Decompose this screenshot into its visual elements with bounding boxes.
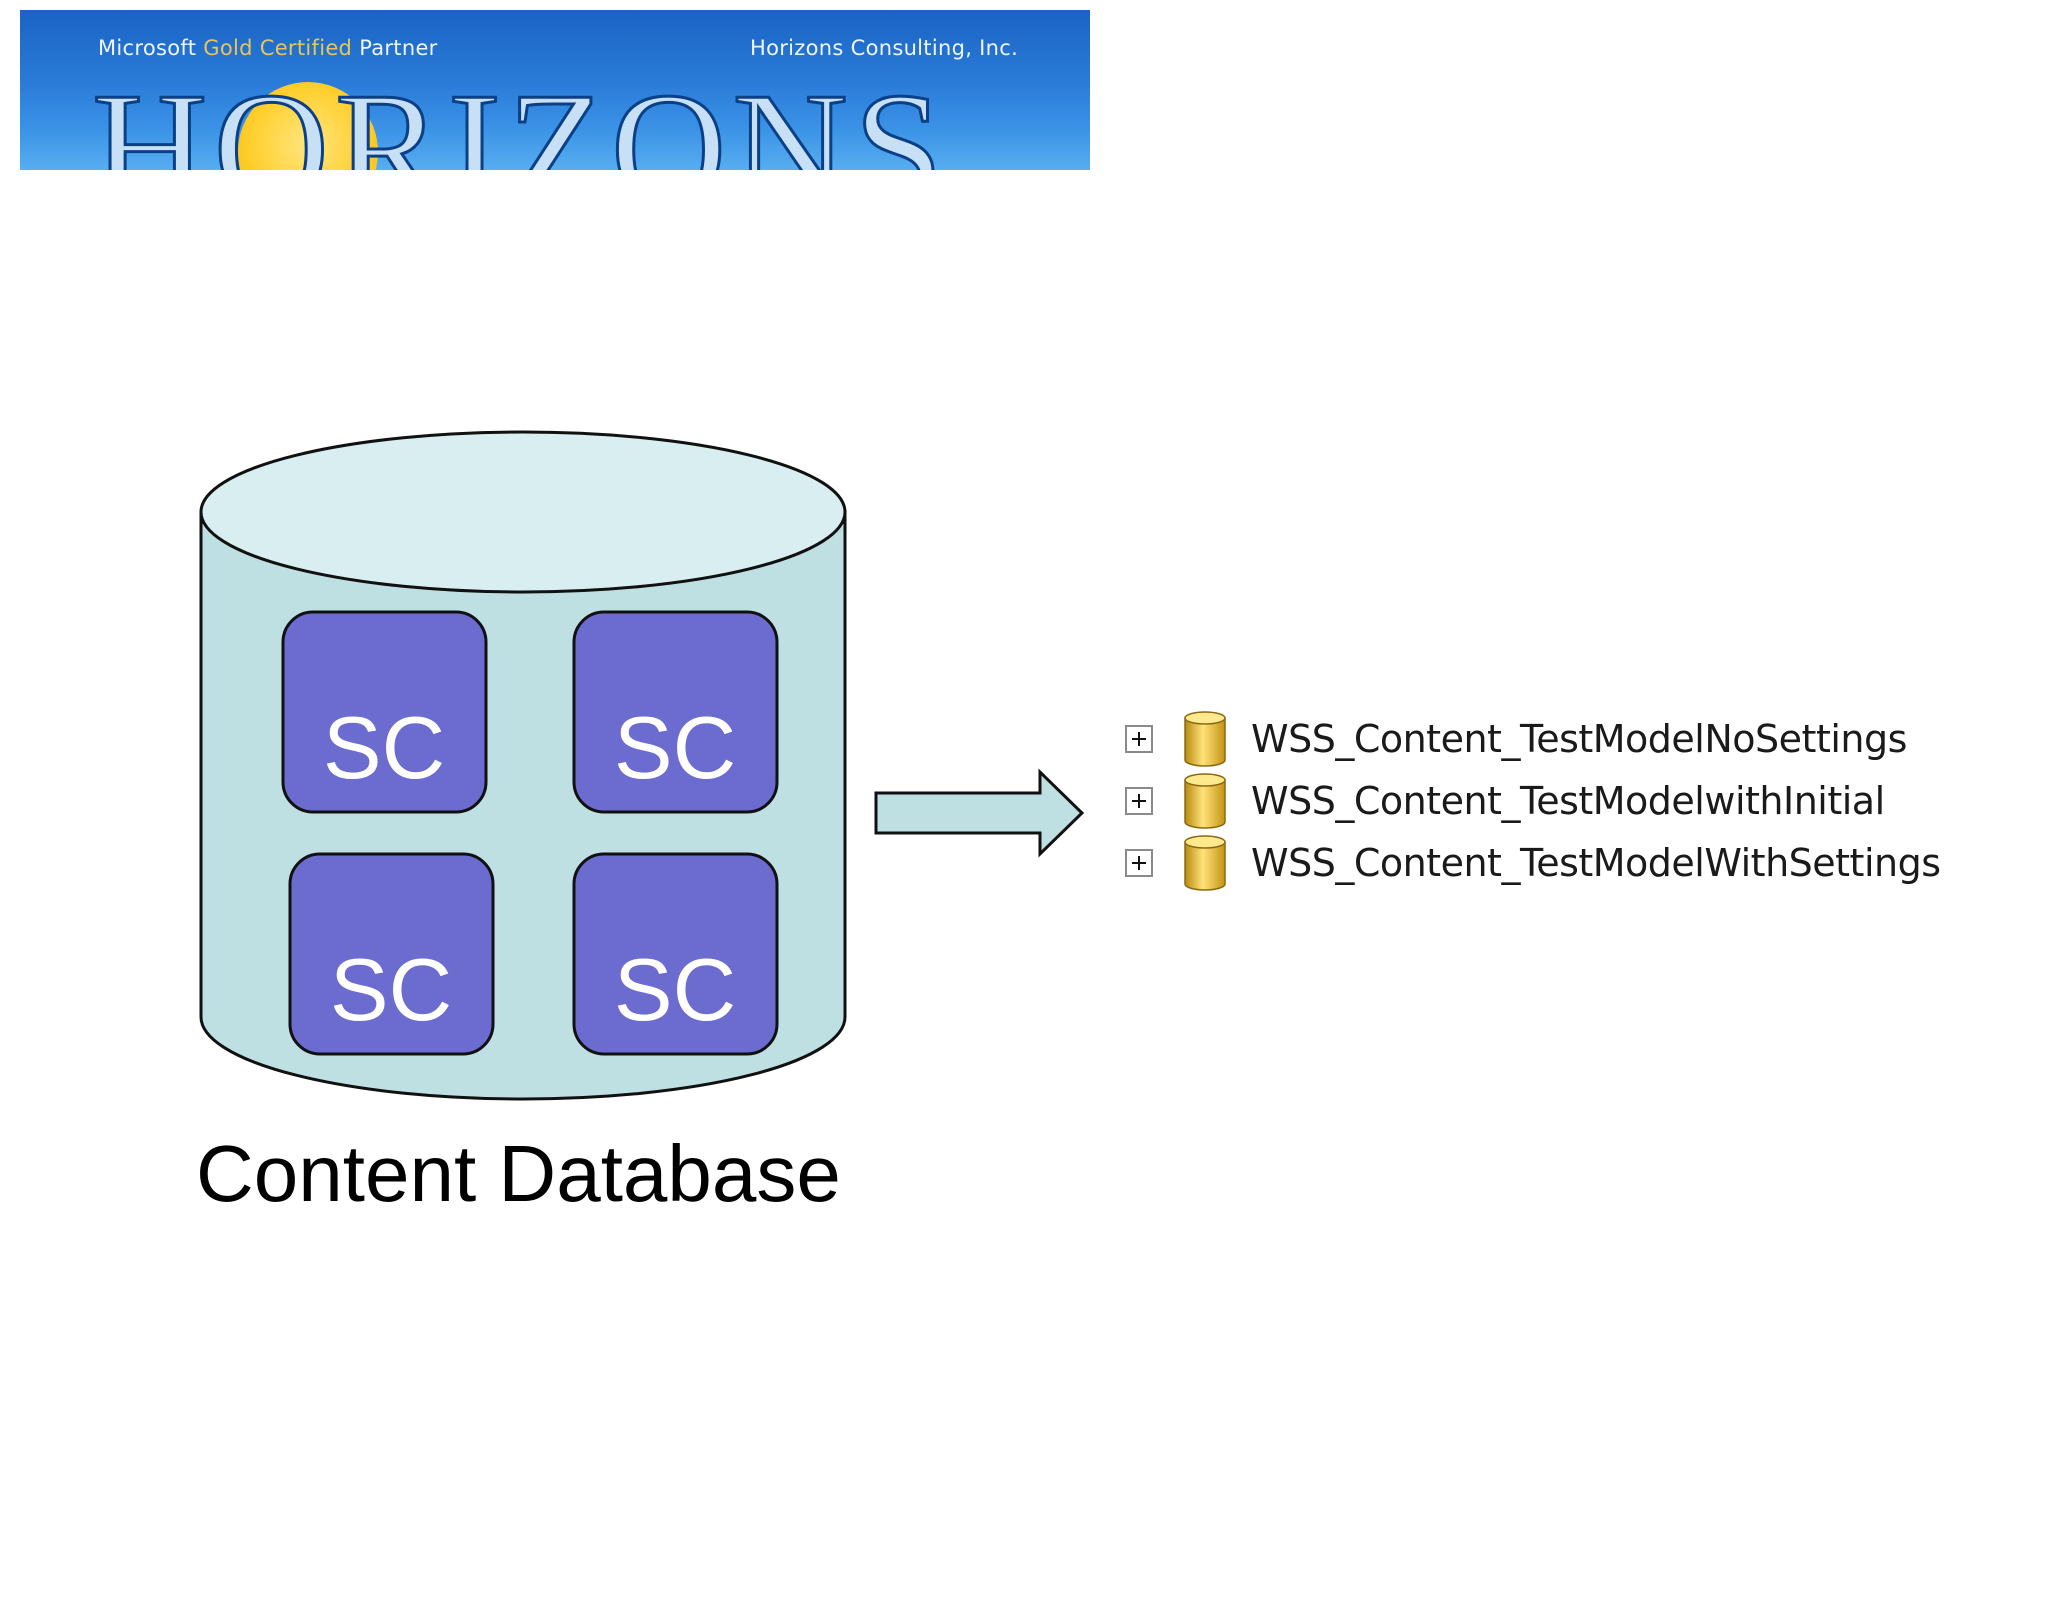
database-name[interactable]: WSS_Content_TestModelNoSettings xyxy=(1251,717,1907,761)
database-name[interactable]: WSS_Content_TestModelwithInitial xyxy=(1251,779,1885,823)
site-collection-label: SC xyxy=(330,940,452,1039)
database-icon xyxy=(1184,773,1226,829)
expand-plus-icon[interactable] xyxy=(1125,849,1153,877)
site-collection-tile: SC xyxy=(281,610,488,814)
database-icon xyxy=(1184,711,1226,767)
site-collection-label: SC xyxy=(323,698,445,797)
cylinder-top xyxy=(199,430,847,594)
database-icon xyxy=(1184,835,1226,891)
partner-tagline: Microsoft Gold Certified Partner xyxy=(98,36,438,60)
partner-tag-partner: Partner xyxy=(359,36,438,60)
tree-item[interactable]: WSS_Content_TestModelWithSettings xyxy=(1120,832,2000,894)
database-name[interactable]: WSS_Content_TestModelWithSettings xyxy=(1251,841,1941,885)
database-tree: WSS_Content_TestModelNoSettings WSS_Cont… xyxy=(1120,708,2000,894)
partner-tag-gold: Gold Certified xyxy=(203,36,353,60)
site-collection-tile: SC xyxy=(288,852,495,1056)
site-collection-label: SC xyxy=(614,698,736,797)
expand-plus-icon[interactable] xyxy=(1125,725,1153,753)
expand-plus-icon[interactable] xyxy=(1125,787,1153,815)
company-name: Horizons Consulting, Inc. xyxy=(750,36,1019,60)
site-collection-tile: SC xyxy=(572,852,779,1056)
site-collection-label: SC xyxy=(614,940,736,1039)
header-banner: Microsoft Gold Certified Partner Horizon… xyxy=(20,10,1090,170)
content-database-caption: Content Database xyxy=(196,1129,841,1218)
partner-tag-microsoft: Microsoft xyxy=(98,36,197,60)
horizons-wordmark: HORIZONS xyxy=(91,59,949,171)
tree-item[interactable]: WSS_Content_TestModelwithInitial xyxy=(1120,770,2000,832)
site-collection-tile: SC xyxy=(572,610,779,814)
tree-item[interactable]: WSS_Content_TestModelNoSettings xyxy=(1120,708,2000,770)
right-arrow-icon xyxy=(874,768,1085,858)
